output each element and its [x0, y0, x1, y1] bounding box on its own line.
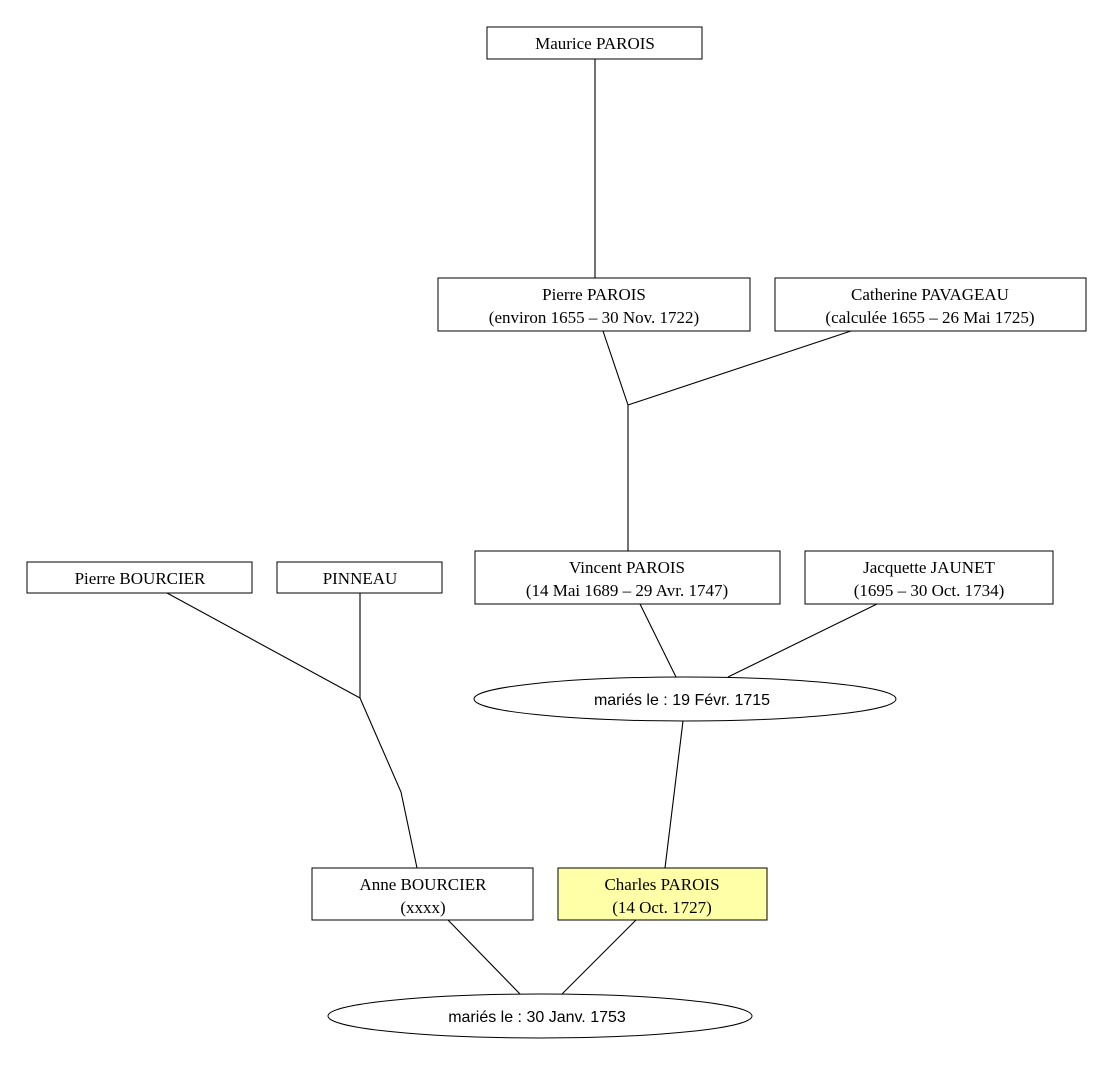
- person-jacquette-jaunet[interactable]: Jacquette JAUNET (1695 – 30 Oct. 1734): [804, 550, 1054, 605]
- person-dates: (xxxx): [400, 898, 445, 917]
- person-name: Charles PAROIS: [604, 875, 719, 894]
- person-name: Pierre PAROIS: [542, 285, 646, 304]
- person-anne-bourcier[interactable]: Anne BOURCIER (xxxx): [311, 867, 534, 921]
- person-catherine-pavageau[interactable]: Catherine PAVAGEAU (calculée 1655 – 26 M…: [774, 277, 1087, 332]
- person-name: Jacquette JAUNET: [863, 558, 995, 577]
- person-pierre-parois[interactable]: Pierre PAROIS (environ 1655 – 30 Nov. 17…: [437, 277, 751, 332]
- person-charles-parois[interactable]: Charles PAROIS (14 Oct. 1727): [557, 867, 768, 921]
- person-dates: (calculée 1655 – 26 Mai 1725): [825, 308, 1034, 327]
- edge-charles-marriage: [561, 919, 637, 995]
- person-dates: (1695 – 30 Oct. 1734): [854, 581, 1005, 600]
- tree-edges: [166, 59, 878, 995]
- marriage-label: mariés le : 30 Janv. 1753: [448, 1009, 626, 1026]
- person-name: Pierre BOURCIER: [75, 569, 206, 588]
- person-name: Vincent PAROIS: [569, 558, 685, 577]
- marriage-1715[interactable]: mariés le : 19 Févr. 1715: [473, 676, 897, 722]
- person-name: Catherine PAVAGEAU: [851, 285, 1009, 304]
- person-name: Maurice PAROIS: [535, 34, 655, 53]
- marriage-1753[interactable]: mariés le : 30 Janv. 1753: [327, 993, 753, 1039]
- edge-junction-anne: [359, 697, 418, 869]
- edge-catherine-junction: [627, 330, 852, 406]
- edge-jacquette-marriage: [727, 603, 878, 678]
- edge-pierre-junction: [602, 330, 629, 406]
- person-dates: (environ 1655 – 30 Nov. 1722): [489, 308, 699, 327]
- edge-anne-marriage: [447, 919, 521, 995]
- person-name: PINNEAU: [323, 569, 398, 588]
- person-name: Anne BOURCIER: [359, 875, 487, 894]
- edge-vincent-marriage: [639, 603, 677, 678]
- person-pierre-bourcier[interactable]: Pierre BOURCIER: [26, 561, 253, 594]
- person-dates: (14 Oct. 1727): [612, 898, 712, 917]
- person-pinneau[interactable]: PINNEAU: [276, 561, 443, 594]
- person-vincent-parois[interactable]: Vincent PAROIS (14 Mai 1689 – 29 Avr. 17…: [474, 550, 781, 605]
- marriage-label: mariés le : 19 Févr. 1715: [594, 692, 770, 709]
- edge-marriage-charles: [664, 720, 684, 869]
- person-dates: (14 Mai 1689 – 29 Avr. 1747): [526, 581, 728, 600]
- edge-pierreb-junction: [166, 592, 361, 699]
- person-maurice-parois[interactable]: Maurice PAROIS: [486, 26, 703, 60]
